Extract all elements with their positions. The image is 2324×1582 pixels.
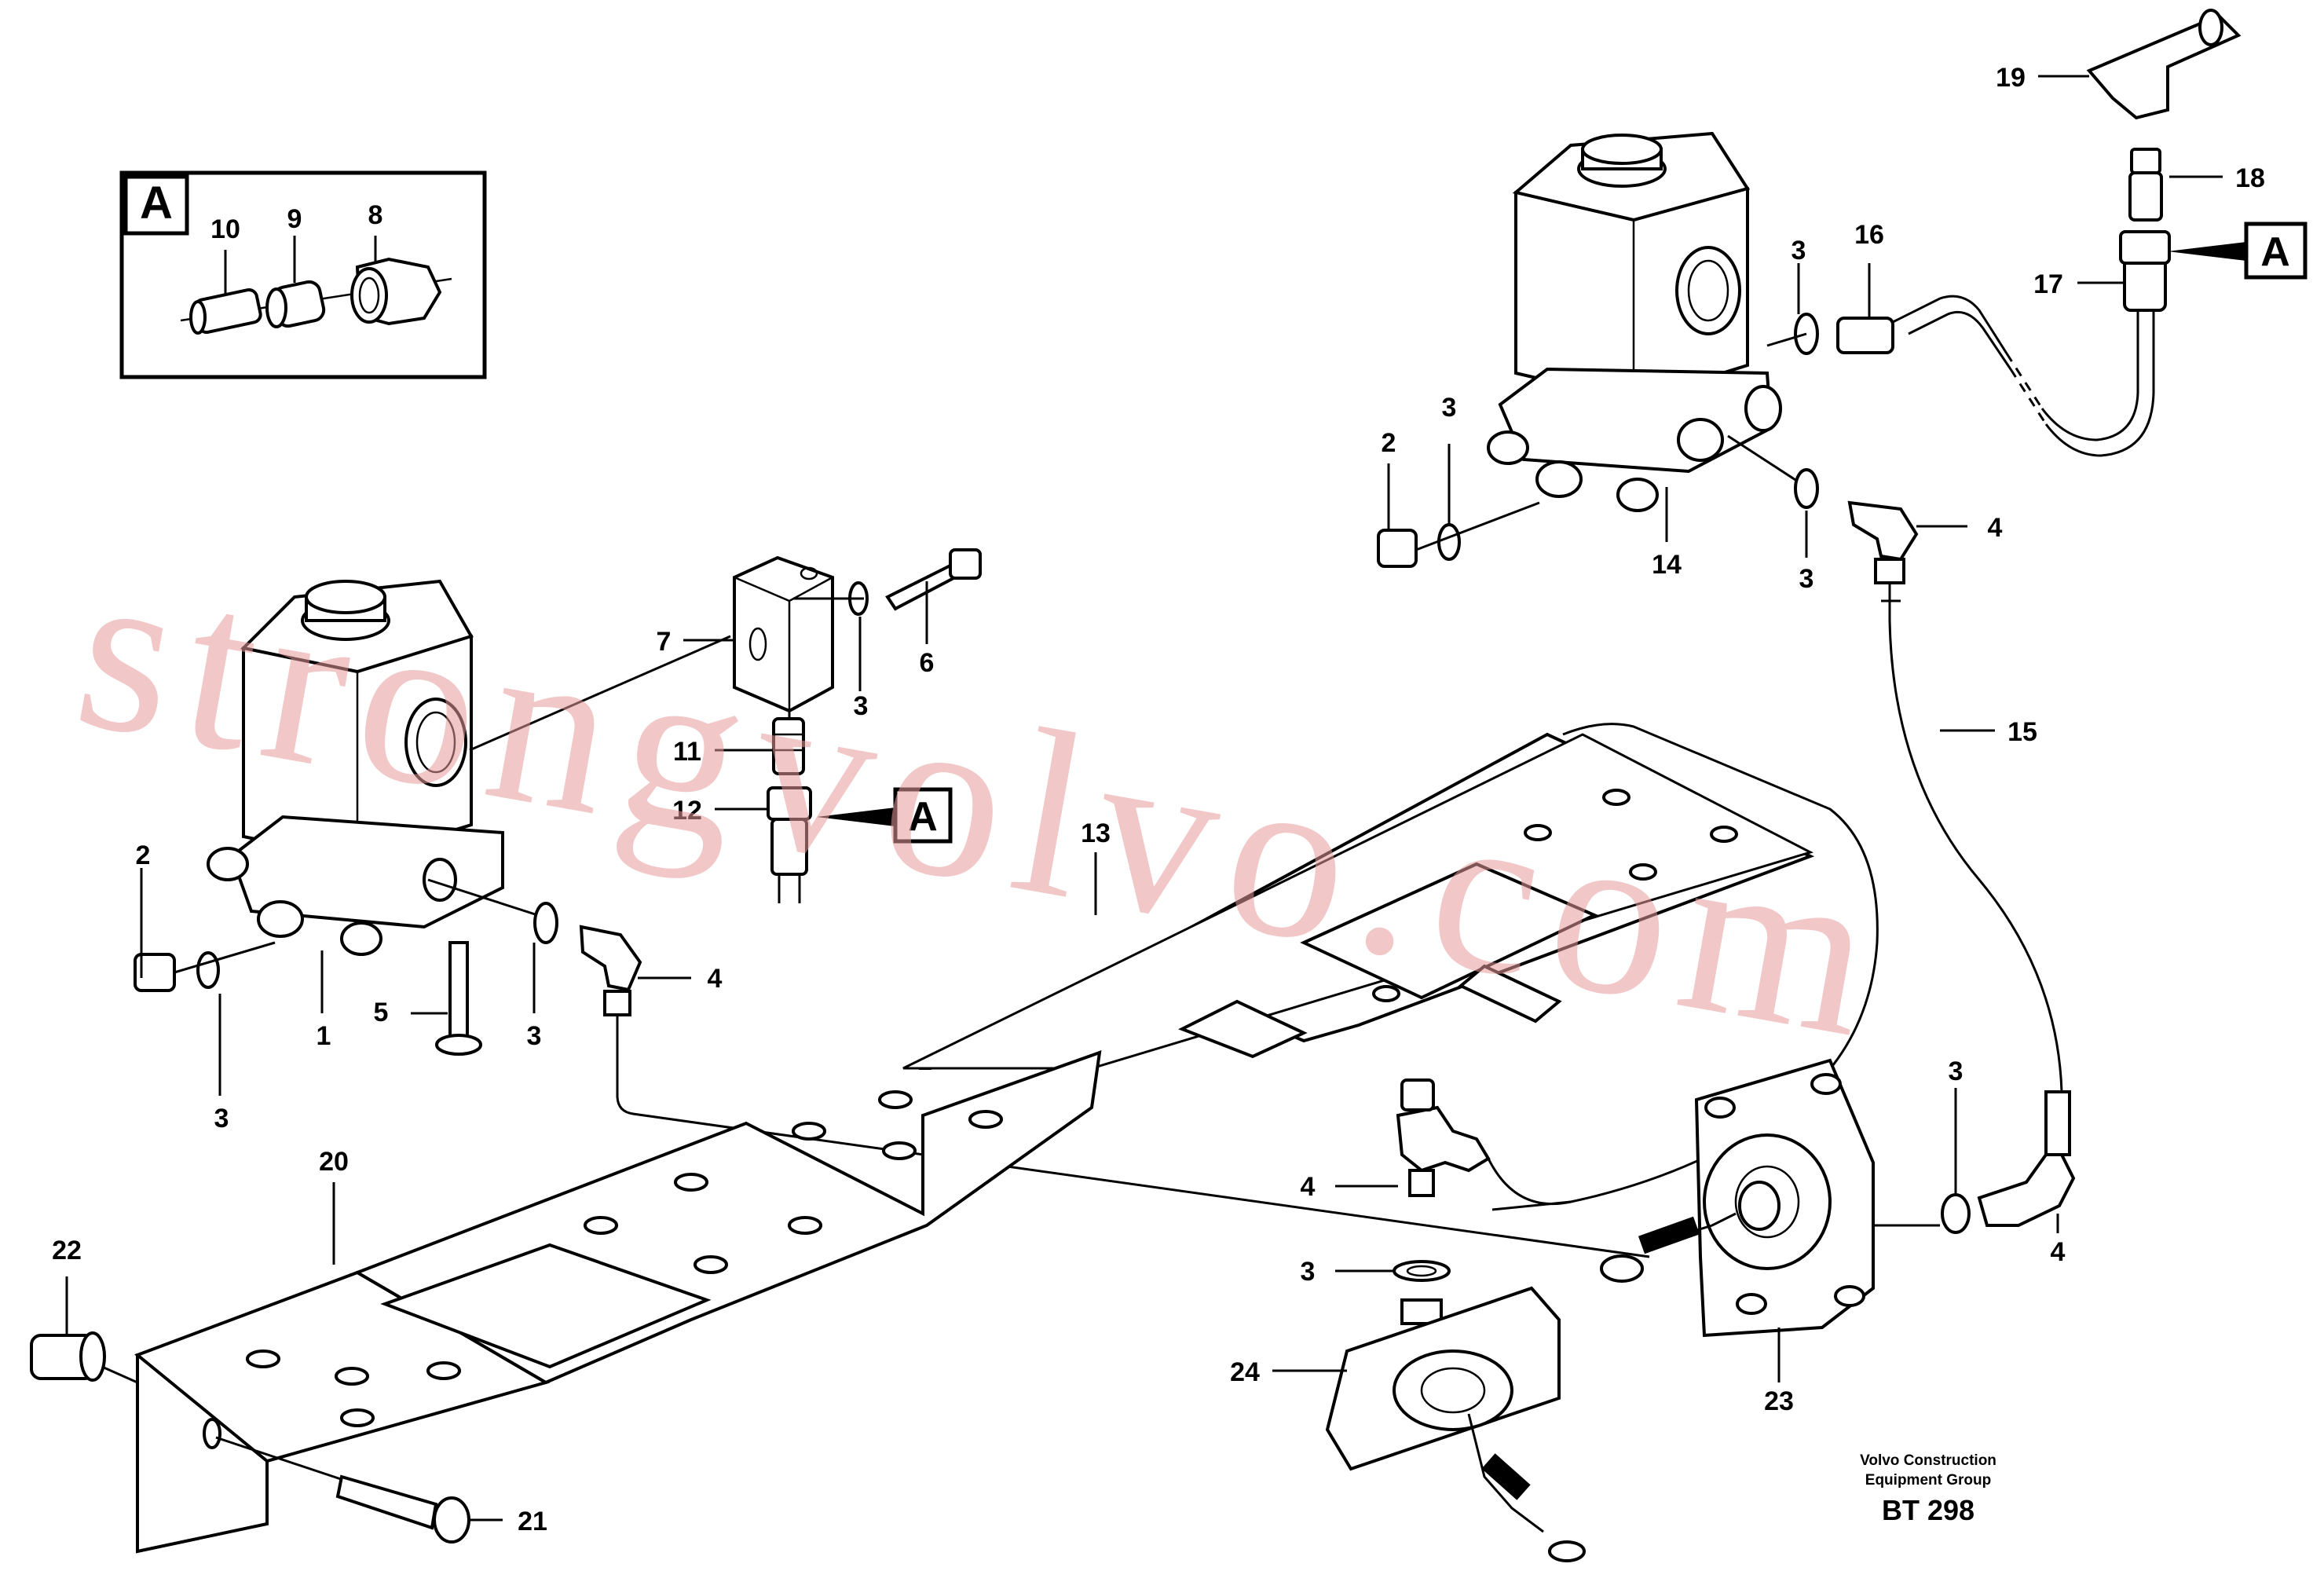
- callout-24: 24: [1230, 1357, 1260, 1387]
- callout-14: 14: [1652, 550, 1682, 580]
- bolt-part-21: 21: [215, 1436, 547, 1544]
- callout-18: 18: [2235, 163, 2265, 193]
- callout-9: 9: [287, 204, 302, 234]
- callout-1: 1: [317, 1021, 331, 1051]
- detail-a-flag-right: A: [2260, 229, 2290, 275]
- callout-3-left-b: 3: [527, 1021, 542, 1051]
- callout-20: 20: [319, 1147, 349, 1177]
- callout-4-left: 4: [708, 964, 723, 994]
- callout-5: 5: [374, 998, 389, 1027]
- detail-a-flag: A: [140, 178, 173, 229]
- callout-17: 17: [2033, 269, 2063, 299]
- bracket-part-20: 20: [134, 1050, 1102, 1554]
- callout-22: 22: [52, 1236, 82, 1265]
- callout-15: 15: [2007, 717, 2037, 747]
- callout-2-left: 2: [136, 840, 151, 870]
- watermark-text: strongvolvo.com: [61, 515, 1905, 1089]
- callout-3-right-a: 3: [1442, 393, 1457, 423]
- callout-3-right-b: 3: [1791, 236, 1806, 265]
- callout-3-sensor-right: 3: [1949, 1056, 1964, 1086]
- left-valve-assembly: 1 2 3 5 3 4: [134, 579, 1650, 1258]
- ferrule-part-9: [265, 280, 326, 328]
- callout-21: 21: [518, 1507, 547, 1536]
- callout-13: 13: [1081, 818, 1111, 848]
- callout-4-sensor: 4: [1301, 1172, 1316, 1202]
- detail-a-flag-left: A: [908, 794, 938, 840]
- callout-3-right-c: 3: [1799, 564, 1814, 594]
- figure-code: BT 298: [1882, 1494, 1974, 1526]
- rivet-part-22: 22: [30, 1236, 138, 1384]
- sensor-part-23-group: 23 3 4: [1600, 1056, 2076, 1416]
- right-valve-assembly: 2 3 14 3 16 19 18 17 A: [1377, 9, 2308, 1093]
- callout-8: 8: [368, 200, 383, 230]
- mounting-plate-part-13: 13: [902, 723, 1879, 1211]
- callout-2-right: 2: [1382, 428, 1396, 458]
- callout-4-right-top: 4: [1988, 513, 2003, 543]
- callout-6: 6: [920, 648, 935, 678]
- connector-block-group: 7 6 3 11 12 A: [657, 548, 982, 903]
- callout-16: 16: [1854, 220, 1884, 250]
- callout-11: 11: [673, 737, 701, 767]
- callout-12: 12: [672, 796, 702, 826]
- detail-a-inset: A 10 9 8: [119, 170, 487, 379]
- callout-3-block: 3: [854, 691, 869, 721]
- callout-3-left-a: 3: [214, 1104, 229, 1133]
- callout-23: 23: [1764, 1386, 1794, 1416]
- sleeve-part-10: [189, 288, 262, 335]
- callout-3-sensor: 3: [1301, 1257, 1316, 1287]
- callout-10: 10: [210, 214, 240, 244]
- callout-4-right-bottom: 4: [2051, 1237, 2066, 1267]
- callout-19: 19: [1996, 63, 2026, 93]
- company-line-1: Volvo Construction: [1860, 1452, 1996, 1469]
- nut-part-8: [350, 257, 442, 326]
- company-line-2: Equipment Group: [1865, 1472, 1991, 1489]
- figure-footer: Volvo Construction Equipment Group BT 29…: [1860, 1452, 1996, 1526]
- sensor-part-24-group: 4 3 24: [1230, 1078, 1586, 1562]
- callout-7: 7: [657, 627, 672, 657]
